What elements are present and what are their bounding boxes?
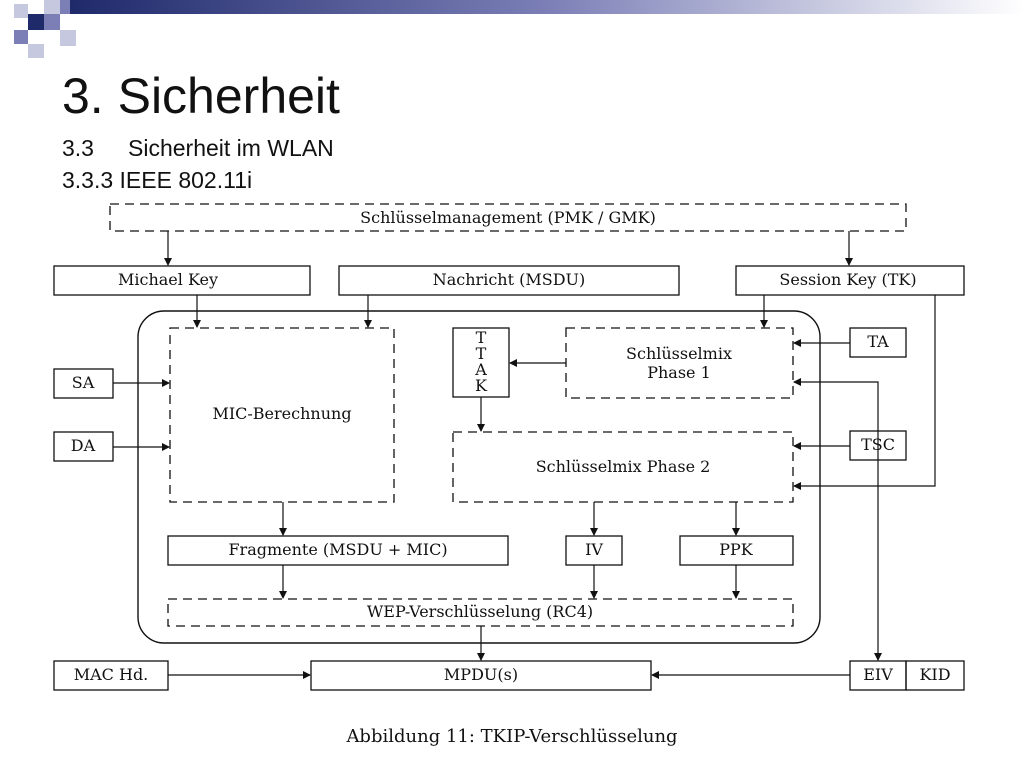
slide-section: 3.3.3 IEEE 802.11i [62, 167, 253, 193]
deco-square [44, 0, 60, 14]
tkip-container [137, 310, 821, 644]
key-management-box: Schlüsselmanagement (PMK / GMK) [109, 203, 907, 232]
slide-subtitle: 3.3 Sicherheit im WLAN [62, 134, 334, 162]
connectors [113, 231, 936, 679]
mic-calc-label: MIC-Berechnung [212, 404, 351, 423]
sa-label: SA [72, 373, 95, 392]
arrow [793, 295, 936, 490]
ttak-letter: T [476, 328, 487, 347]
deco-square [14, 30, 28, 44]
mpdu-label: MPDU(s) [444, 665, 518, 684]
ttak-letter: A [474, 360, 487, 379]
ta-box: TA [849, 327, 907, 358]
ppk-label: PPK [719, 540, 754, 559]
deco-square [44, 14, 60, 30]
key-mix-phase1-line2: Phase 1 [647, 363, 711, 382]
deco-square [28, 14, 44, 30]
eiv-label: EIV [863, 665, 893, 684]
ttak-box: T T A K [452, 327, 510, 398]
mac-header-label: MAC Hd. [74, 665, 149, 684]
arrow [793, 378, 879, 460]
eiv-box: EIV [849, 660, 907, 691]
mpdu-box: MPDU(s) [310, 660, 652, 691]
message-box: Nachricht (MSDU) [338, 265, 680, 296]
kid-box: KID [905, 660, 965, 691]
subtitle-number: 3.3 [62, 135, 94, 161]
fragments-label: Fragmente (MSDU + MIC) [228, 540, 447, 559]
figure-caption: Abbildung 11: TKIP-Verschlüsselung [346, 726, 678, 747]
session-key-box: Session Key (TK) [735, 265, 965, 296]
title-bar-gradient [70, 0, 1024, 14]
deco-square [14, 4, 28, 18]
iv-label: IV [585, 540, 603, 559]
michael-key-label: Michael Key [118, 270, 218, 289]
wep-label: WEP-Verschlüsselung (RC4) [367, 602, 593, 621]
ttak-letter: K [475, 376, 488, 395]
key-mix-phase1-box: Schlüsselmix Phase 1 [565, 327, 794, 399]
wep-box: WEP-Verschlüsselung (RC4) [167, 598, 794, 627]
deco-square [60, 30, 76, 46]
deco-square [28, 44, 44, 58]
ppk-box: PPK [679, 535, 794, 566]
subtitle-text: Sicherheit im WLAN [128, 135, 334, 161]
da-label: DA [71, 436, 96, 455]
key-mix-phase2-box: Schlüsselmix Phase 2 [452, 431, 794, 503]
ta-label: TA [867, 332, 889, 351]
session-key-label: Session Key (TK) [779, 270, 916, 289]
mac-header-box: MAC Hd. [53, 660, 169, 691]
kid-label: KID [919, 665, 950, 684]
key-mix-phase1-line1: Schlüsselmix [626, 344, 732, 363]
da-box: DA [53, 431, 114, 462]
key-mix-phase2-label: Schlüsselmix Phase 2 [536, 457, 711, 476]
slide-title: 3. Sicherheit [62, 68, 340, 124]
fragments-box: Fragmente (MSDU + MIC) [167, 535, 509, 566]
mic-calc-box: MIC-Berechnung [169, 327, 395, 503]
message-label: Nachricht (MSDU) [433, 270, 586, 289]
slide-decoration [0, 0, 80, 60]
iv-box: IV [565, 535, 623, 566]
michael-key-box: Michael Key [53, 265, 311, 296]
sa-box: SA [53, 368, 114, 399]
key-management-label: Schlüsselmanagement (PMK / GMK) [360, 208, 656, 227]
ttak-letter: T [476, 344, 487, 363]
